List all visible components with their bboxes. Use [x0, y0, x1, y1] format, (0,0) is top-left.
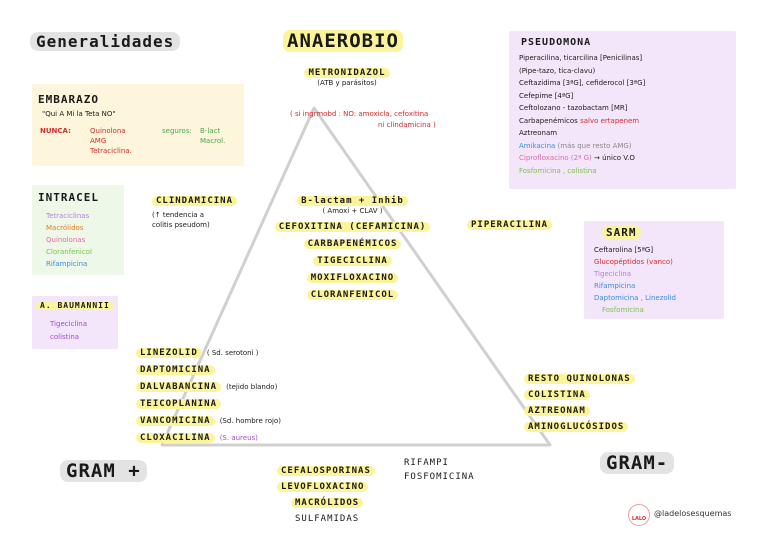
nunca-list: Quinolona AMG Tetraciclina.: [90, 127, 132, 155]
footer-logo: LALO: [628, 504, 650, 526]
nunca-label: NUNCA:: [40, 127, 71, 135]
clindamicina-block: CLINDAMICINA (↑ tendencia a colitis pseu…: [152, 196, 238, 230]
metronidazol-label: METRONIDAZOL: [304, 68, 390, 78]
gram-pos-list: LINEZOLID ( Sd. serotoni ) DAPTOMICINA D…: [136, 340, 281, 443]
seguros-list: B-lact Macrol.: [200, 127, 226, 145]
baumannii-box: A. BAUMANNII Tigeciclina colistina: [32, 296, 118, 349]
metronidazol-block: METRONIDAZOL (ATB y parásitos): [302, 68, 392, 88]
anaerobio-warning-2: ni clindamicina ): [378, 121, 436, 129]
anaerobio-warning: ( si ingrmobd : NO: amoxicla, cefoxitina: [290, 110, 429, 118]
intracel-list: Tetraciclinas Macrólidos Quinolonas Clor…: [46, 212, 92, 268]
center-list: B-lactam + Inhib ( Amoxi + CLAV ) CEFOXI…: [270, 196, 435, 300]
bottom-list-2: RIFAMPI FOSFOMICINA: [404, 458, 475, 482]
embarazo-box: EMBARAZO "Qui A Mi la Teta NO" NUNCA: Qu…: [32, 84, 244, 166]
bottom-list-1: CEFALOSPORINAS LEVOFLOXACINO MACRÓLIDOS …: [277, 458, 375, 524]
sarm-list: Ceftarolina [5ªG] Glucopéptidos (vanco) …: [594, 246, 676, 314]
pseudomona-box: PSEUDOMONA Piperacilina, ticarcilina [Pe…: [509, 31, 736, 189]
sarm-box: SARM Ceftarolina [5ªG] Glucopéptidos (va…: [584, 221, 724, 319]
piperacilina-label: PIPERACILINA: [467, 220, 553, 230]
footer-handle: @ladelosesquemas: [654, 509, 732, 518]
baumannii-list: Tigeciclina colistina: [50, 320, 88, 341]
gram-neg-list: RESTO QUINOLONAS COLISTINA AZTREONAM AMI…: [524, 366, 635, 432]
anaerobio-title: ANAEROBIO: [283, 30, 403, 52]
intracel-title: INTRACEL: [38, 191, 99, 204]
pseudomona-title: PSEUDOMONA: [521, 37, 592, 48]
generalidades-title: Generalidades: [30, 32, 181, 51]
intracel-box: INTRACEL Tetraciclinas Macrólidos Quinol…: [32, 185, 124, 275]
pseudomona-list: Piperacilina, ticarcilina [Penicilinas] …: [519, 54, 646, 175]
metronidazol-note: (ATB y parásitos): [317, 79, 377, 87]
baumannii-title: A. BAUMANNII: [36, 301, 114, 310]
sarm-title: SARM: [602, 226, 641, 239]
embarazo-mnemonic: "Qui A Mi la Teta NO": [42, 110, 116, 118]
gram-neg-title: GRAM-: [600, 452, 675, 474]
embarazo-title: EMBARAZO: [38, 93, 99, 106]
gram-pos-title: GRAM +: [60, 460, 147, 482]
seguros-label: seguros:: [162, 127, 192, 135]
